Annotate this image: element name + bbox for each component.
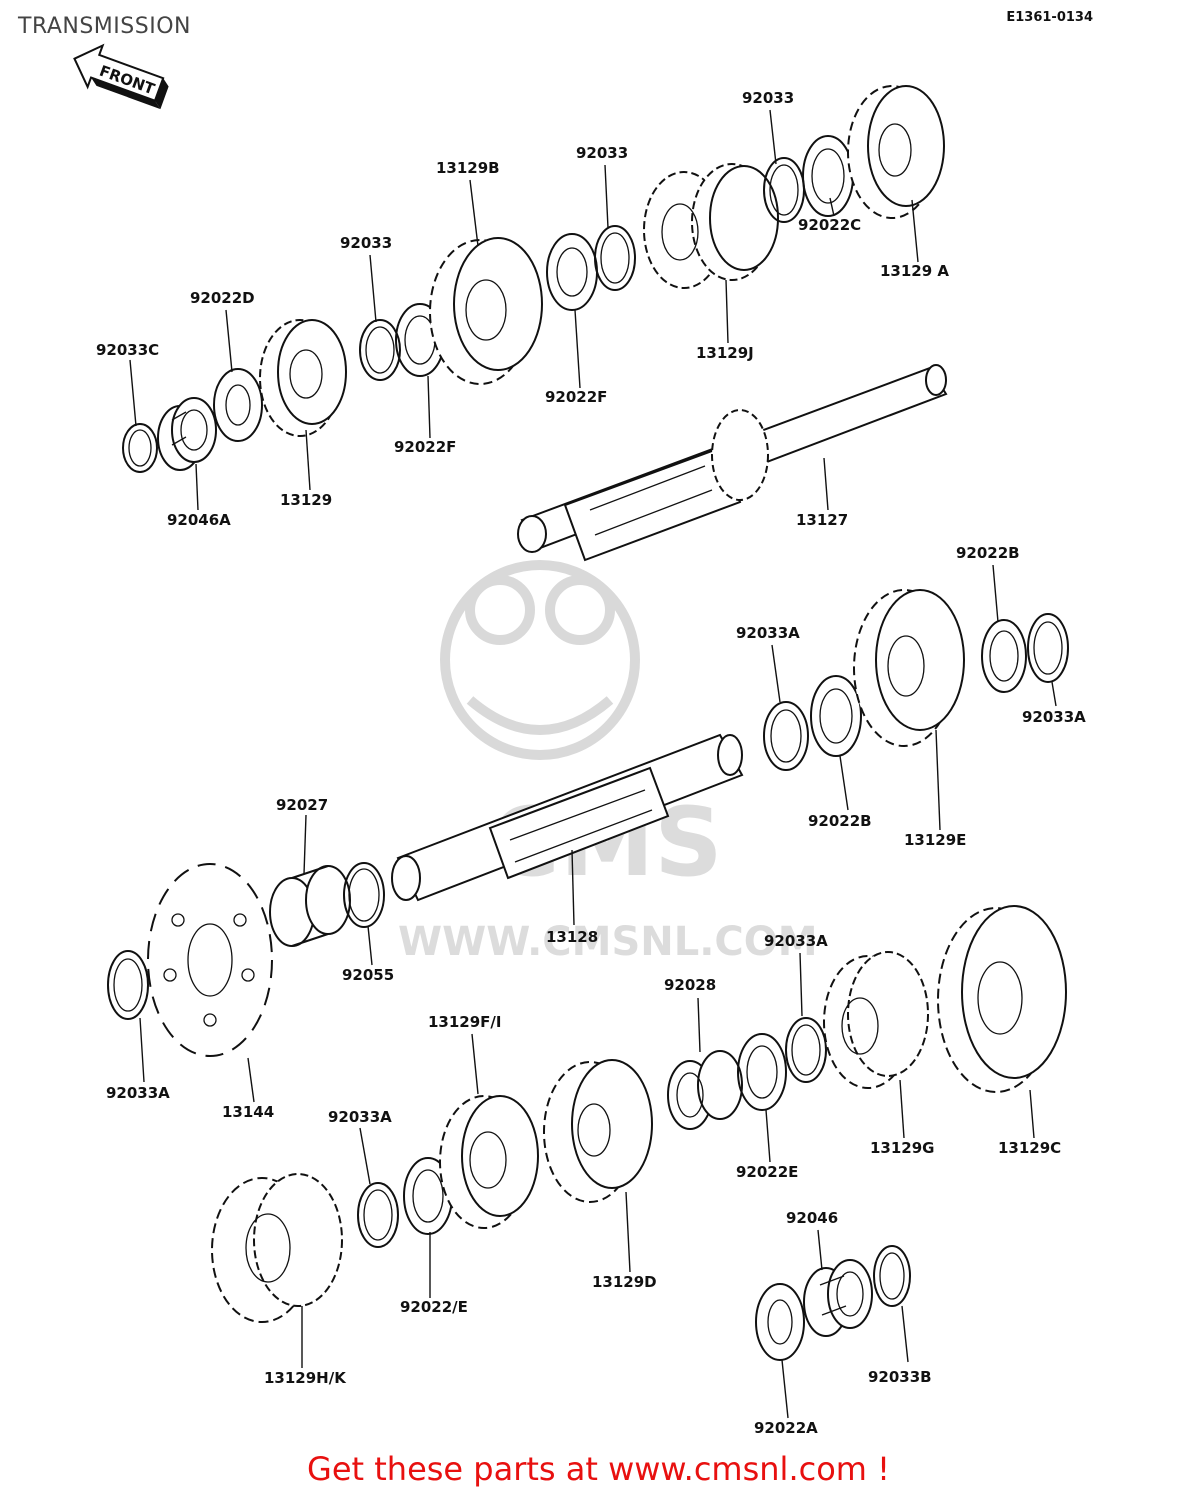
part-label: 13129G bbox=[870, 1139, 935, 1157]
part-label: 13129 A bbox=[880, 262, 949, 280]
get-parts-link[interactable]: Get these parts at www.cmsnl.com ! bbox=[307, 1450, 890, 1488]
part-label: 92033 bbox=[576, 144, 628, 162]
gear-13129fi bbox=[439, 1095, 539, 1229]
gear-13129c bbox=[937, 905, 1067, 1093]
part-label: 92033C bbox=[96, 341, 159, 359]
part-label: 92033 bbox=[742, 89, 794, 107]
circlip-92033a-right bbox=[1027, 613, 1069, 683]
collar-92027 bbox=[269, 865, 351, 947]
part-label: 13128 bbox=[546, 928, 598, 946]
part-label: 92033A bbox=[1022, 708, 1086, 726]
washer-92022b-upper bbox=[981, 619, 1027, 693]
washer-92022f-right bbox=[546, 233, 598, 311]
part-label: 13129 bbox=[280, 491, 332, 509]
circlip-92033c bbox=[122, 423, 158, 473]
part-labels: 92033 92033 13129B 92033 92022D 92033C 9… bbox=[96, 89, 1086, 1437]
o-ring-92055 bbox=[343, 862, 385, 928]
part-label: 13144 bbox=[222, 1103, 274, 1121]
shaft-13127 bbox=[517, 364, 948, 562]
front-direction-arrow-icon: FRONT bbox=[73, 43, 169, 110]
part-label: 13129J bbox=[696, 344, 754, 362]
part-label: 92022F bbox=[394, 438, 456, 456]
part-label: 92022D bbox=[190, 289, 255, 307]
washer-92022d bbox=[213, 368, 263, 442]
washer-92022b-lower bbox=[810, 675, 862, 757]
part-label: 13129C bbox=[998, 1139, 1061, 1157]
circlip-92033a-left bbox=[107, 950, 149, 1020]
part-label: 92022C bbox=[798, 216, 861, 234]
part-label: 92033 bbox=[340, 234, 392, 252]
part-label: 92055 bbox=[342, 966, 394, 984]
circlip-92033a-middle bbox=[785, 1017, 827, 1083]
washer-92022c bbox=[802, 135, 854, 217]
circlip-92033b bbox=[873, 1245, 911, 1307]
part-label: 92033A bbox=[736, 624, 800, 642]
diagram-code: E1361-0134 bbox=[1006, 10, 1093, 25]
part-label: 92022B bbox=[808, 812, 872, 830]
needle-bearing-92046a bbox=[157, 397, 217, 471]
part-label: 13127 bbox=[796, 511, 848, 529]
part-label: 92033A bbox=[328, 1108, 392, 1126]
circlip-92033-middle bbox=[594, 225, 636, 291]
gear-13129b bbox=[429, 237, 543, 385]
part-label: 92027 bbox=[276, 796, 328, 814]
part-label: 92022/E bbox=[400, 1298, 468, 1316]
bushing-92028 bbox=[667, 1050, 743, 1130]
part-label: 92033A bbox=[764, 932, 828, 950]
gear-13129 bbox=[259, 319, 347, 437]
part-label: 92022E bbox=[736, 1163, 798, 1181]
gear-13129a bbox=[847, 85, 945, 219]
part-label: 92046 bbox=[786, 1209, 838, 1227]
circlip-92033a-upper bbox=[763, 701, 809, 771]
shaft-13128 bbox=[391, 733, 744, 902]
gear-13129d bbox=[543, 1059, 653, 1203]
circlip-92033a-bottom bbox=[357, 1182, 399, 1248]
needle-bearing-92046 bbox=[803, 1259, 873, 1337]
circlip-92033-left bbox=[359, 319, 401, 381]
part-label: 92028 bbox=[664, 976, 716, 994]
gear-13129j bbox=[643, 163, 779, 289]
washer-92022a bbox=[755, 1283, 805, 1361]
part-label: 13129D bbox=[592, 1273, 657, 1291]
circlip-92033-right bbox=[763, 157, 805, 223]
gear-13129g bbox=[823, 951, 929, 1089]
part-label: 13129B bbox=[436, 159, 500, 177]
part-label: 92046A bbox=[167, 511, 231, 529]
watermark-site: WWW.CMSNL.COM bbox=[398, 919, 818, 965]
part-label: 92022F bbox=[545, 388, 607, 406]
part-label: 92033A bbox=[106, 1084, 170, 1102]
page-header-title: TRANSMISSION bbox=[18, 14, 191, 39]
part-label: 13129F/I bbox=[428, 1013, 502, 1031]
part-label: 92022B bbox=[956, 544, 1020, 562]
part-label: 13129H/K bbox=[264, 1369, 347, 1387]
part-label: 92022A bbox=[754, 1419, 818, 1437]
sprocket-13144 bbox=[147, 863, 273, 1057]
leader-lines bbox=[129, 109, 1057, 1419]
washer-92022e-right bbox=[737, 1033, 787, 1111]
gear-13129hk bbox=[211, 1173, 343, 1323]
part-label: 13129E bbox=[904, 831, 966, 849]
gear-13129e bbox=[853, 589, 965, 747]
part-label: 92033B bbox=[868, 1368, 932, 1386]
